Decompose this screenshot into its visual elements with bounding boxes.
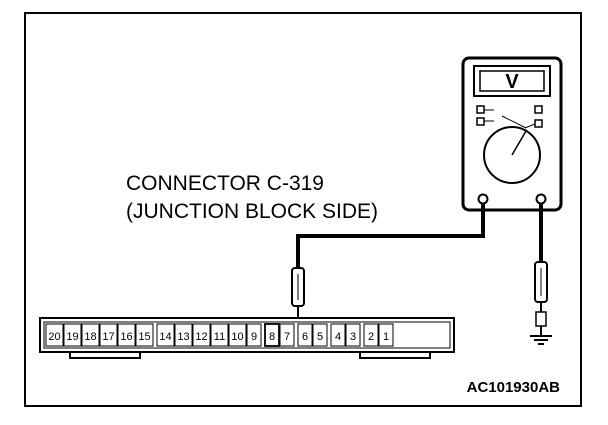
pin-number-1: 1 bbox=[383, 331, 389, 343]
figure-code: AC101930AB bbox=[467, 379, 561, 396]
pin-cavity-11 bbox=[210, 323, 229, 347]
pin-number-16: 16 bbox=[120, 331, 132, 343]
pin-number-4: 4 bbox=[335, 331, 341, 343]
pin-number-19: 19 bbox=[66, 331, 78, 343]
pin-cavity-13 bbox=[174, 323, 193, 347]
pin-number-5: 5 bbox=[317, 331, 323, 343]
range-marker-icon bbox=[476, 105, 485, 114]
dial-pointer-icon bbox=[511, 130, 527, 156]
pin-number-11: 11 bbox=[214, 331, 225, 343]
connector-label-line1: CONNECTOR C-319 bbox=[126, 172, 324, 195]
pin-number-13: 13 bbox=[177, 331, 189, 343]
pin-cavity-4 bbox=[330, 323, 346, 347]
pin-number-9: 9 bbox=[251, 331, 257, 343]
connector-lock-tab bbox=[69, 352, 141, 359]
pin-cavity-14 bbox=[156, 323, 175, 347]
pin-number-10: 10 bbox=[231, 331, 243, 343]
probe-clip bbox=[535, 311, 547, 327]
pin-number-6: 6 bbox=[302, 331, 308, 343]
range-marker-icon bbox=[476, 117, 485, 126]
pin-cavity-12 bbox=[192, 323, 211, 347]
pin-number-18: 18 bbox=[84, 331, 96, 343]
pin-number-17: 17 bbox=[102, 331, 114, 343]
range-tick-icon bbox=[484, 109, 494, 122]
pin-cavity-16 bbox=[117, 323, 136, 347]
pin-cavity-18 bbox=[81, 323, 100, 347]
pin-number-7: 7 bbox=[284, 331, 290, 343]
negative-probe bbox=[534, 261, 548, 327]
pin-cavity-17 bbox=[99, 323, 118, 347]
pin-cavity-20 bbox=[45, 323, 64, 347]
positive-probe bbox=[291, 267, 305, 330]
pin-cavity-1 bbox=[378, 323, 394, 347]
pin-number-12: 12 bbox=[195, 331, 207, 343]
range-marker-icon bbox=[534, 105, 543, 114]
pin-cavity-19 bbox=[63, 323, 82, 347]
pin-number-20: 20 bbox=[48, 331, 60, 343]
pin-cavity-7 bbox=[279, 323, 295, 347]
pin-number-8: 8 bbox=[269, 331, 275, 343]
meter-jack-positive bbox=[477, 193, 489, 205]
connector-lock-tab bbox=[359, 352, 431, 359]
meter-display-symbol: V bbox=[505, 71, 519, 93]
pin-cavity-5 bbox=[312, 323, 328, 347]
pin-cavity-15 bbox=[135, 323, 154, 347]
range-tick-icon bbox=[501, 115, 536, 129]
positive-test-lead bbox=[296, 203, 485, 268]
pin-cavity-3 bbox=[345, 323, 361, 347]
ground-icon bbox=[530, 326, 552, 345]
pin-cavity-9 bbox=[246, 323, 262, 347]
pin-cavity-2 bbox=[363, 323, 379, 347]
pin-number-14: 14 bbox=[159, 331, 171, 343]
pin-cavity-6 bbox=[297, 323, 313, 347]
pin-cavity-10 bbox=[228, 323, 247, 347]
range-marker-icon bbox=[534, 119, 543, 128]
pin-number-3: 3 bbox=[350, 331, 356, 343]
meter-jack-negative bbox=[535, 193, 547, 205]
pin-number-15: 15 bbox=[138, 331, 150, 343]
meter-display-window bbox=[479, 70, 545, 92]
connector-label-line2: (JUNCTION BLOCK SIDE) bbox=[126, 200, 378, 223]
pin-cavity-8 bbox=[264, 323, 280, 347]
pin-number-2: 2 bbox=[368, 331, 374, 343]
multimeter: V bbox=[461, 56, 563, 212]
figure-border bbox=[24, 12, 582, 407]
